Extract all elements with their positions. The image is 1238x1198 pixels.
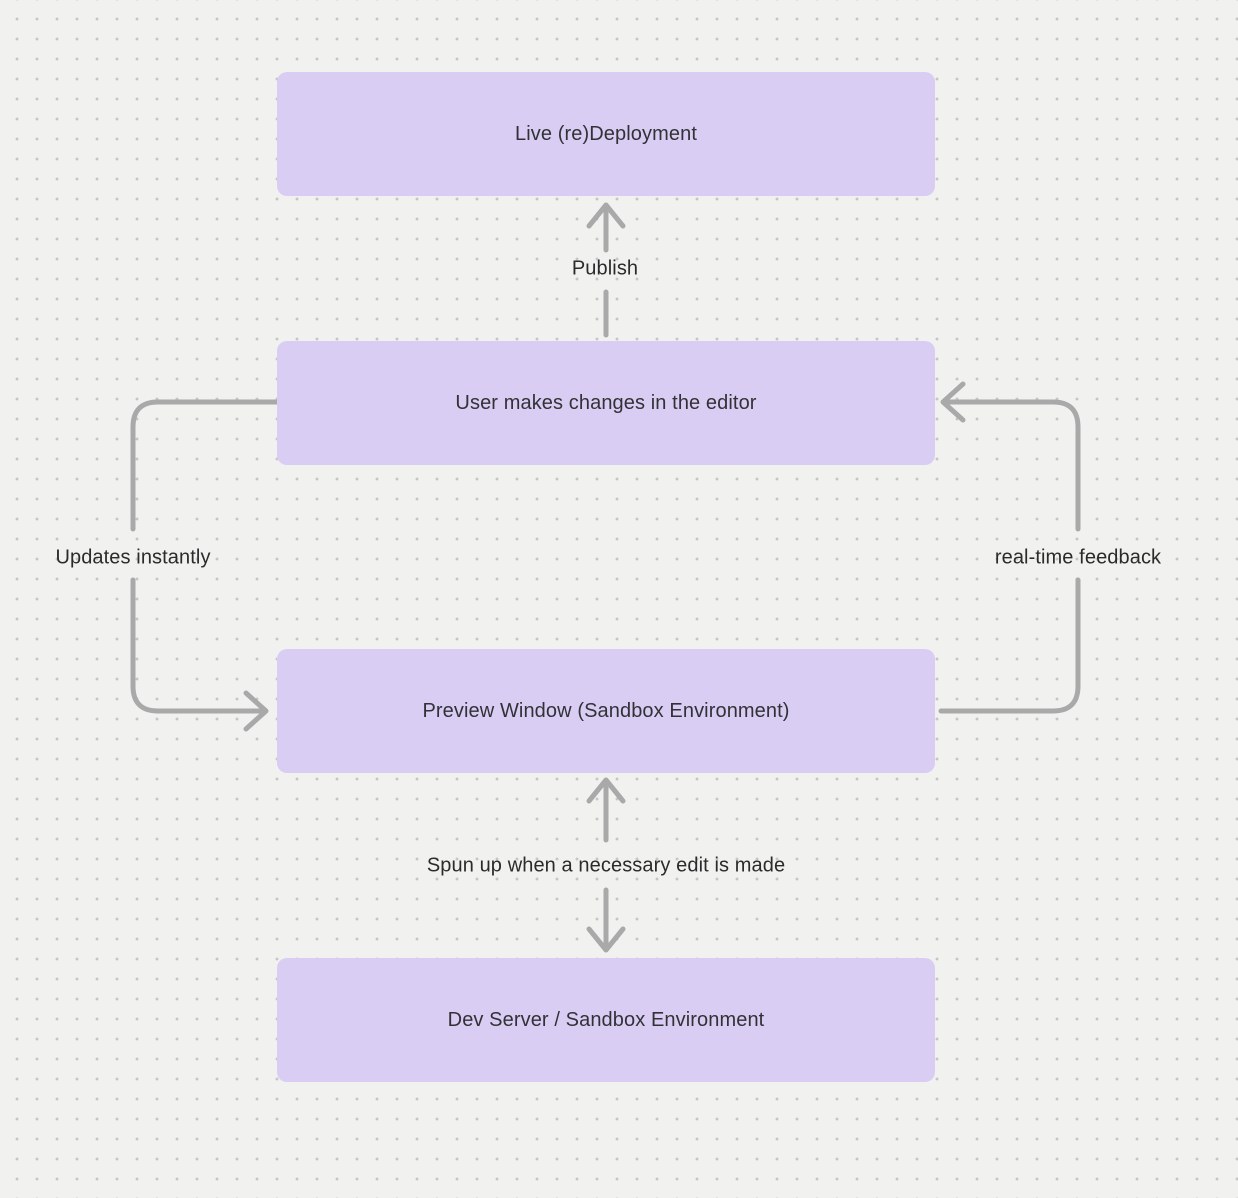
spunup-arrowhead-up-icon [586,777,626,804]
node-preview-window-label: Preview Window (Sandbox Environment) [422,699,790,722]
edge-label-updates-instantly: Updates instantly [55,546,211,569]
node-user-editor: User makes changes in the editor [277,341,935,465]
updates-arrow-tail [130,399,281,532]
realtime-arrowhead-left-icon [940,381,966,423]
node-preview-window: Preview Window (Sandbox Environment) [277,649,935,773]
edge-label-publish: Publish [571,257,639,280]
spunup-arrowhead-down-icon [586,926,626,953]
node-user-editor-label: User makes changes in the editor [455,391,757,414]
node-dev-server: Dev Server / Sandbox Environment [277,958,935,1082]
realtime-arrow-head-segment [944,399,1081,532]
edge-label-spun-up: Spun up when a necessary edit is made [426,854,786,877]
updates-arrow-head-segment [130,577,265,714]
publish-arrowhead-up-icon [586,202,626,229]
updates-arrowhead-right-icon [243,690,269,732]
edge-label-real-time-feedback: real-time feedback [994,546,1162,569]
node-dev-server-label: Dev Server / Sandbox Environment [447,1008,765,1031]
node-live-redeployment: Live (re)Deployment [277,72,935,196]
node-live-redeployment-label: Live (re)Deployment [515,122,697,145]
realtime-arrow-tail [938,577,1081,714]
